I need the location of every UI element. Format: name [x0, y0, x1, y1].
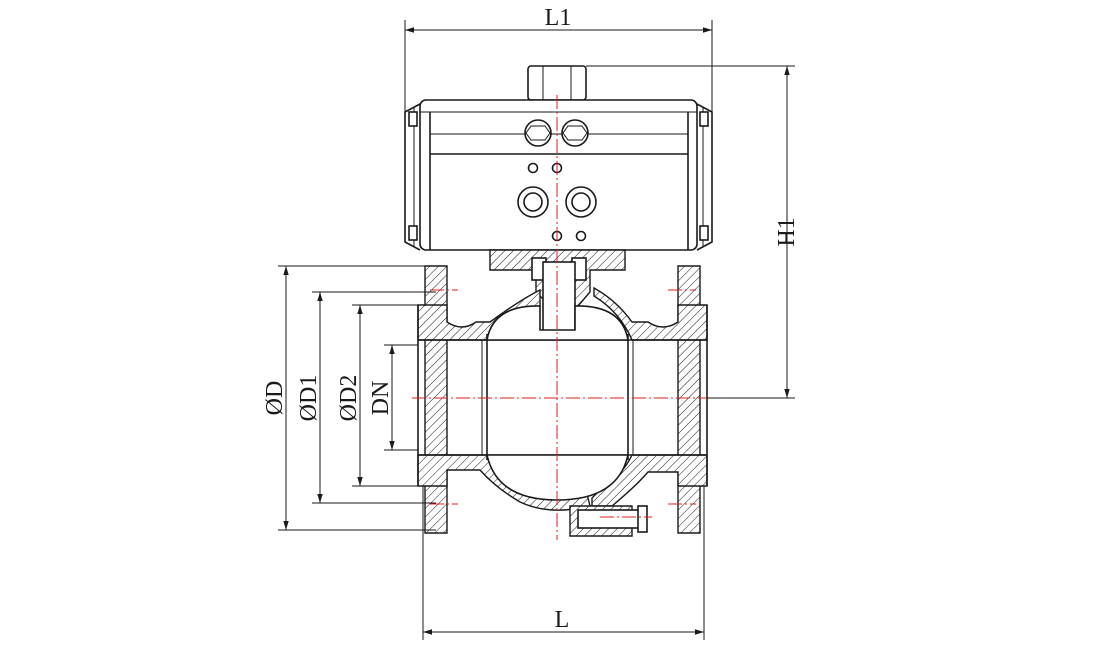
actuator-right-endcap: [696, 103, 713, 251]
port-small: [527, 162, 539, 174]
port-large: [517, 186, 549, 218]
dim-label-H1: H1: [774, 217, 800, 246]
centerlines: [412, 95, 712, 540]
valve-stem: [542, 261, 576, 333]
port-small: [575, 230, 587, 242]
dim-label-L1: L1: [545, 5, 572, 31]
port-large: [565, 186, 597, 218]
dim-label-OD2: ØD2: [336, 375, 362, 422]
air-fitting-right: [561, 119, 589, 147]
actuator-body: [419, 99, 698, 251]
pneumatic-actuator: [404, 65, 713, 251]
dim-label-DN: DN: [368, 381, 394, 416]
dim-label-OD: ØD: [262, 381, 288, 416]
dim-label-L: L: [555, 607, 570, 633]
actuator-indicator: [527, 65, 587, 101]
dimensions: L1 H1 ØD ØD1 ØD2 DN L: [262, 5, 800, 640]
air-fitting-left: [524, 119, 552, 147]
dim-label-OD1: ØD1: [296, 375, 322, 422]
actuator-left-endcap: [404, 103, 421, 251]
bottom-trunnion: [569, 505, 648, 537]
